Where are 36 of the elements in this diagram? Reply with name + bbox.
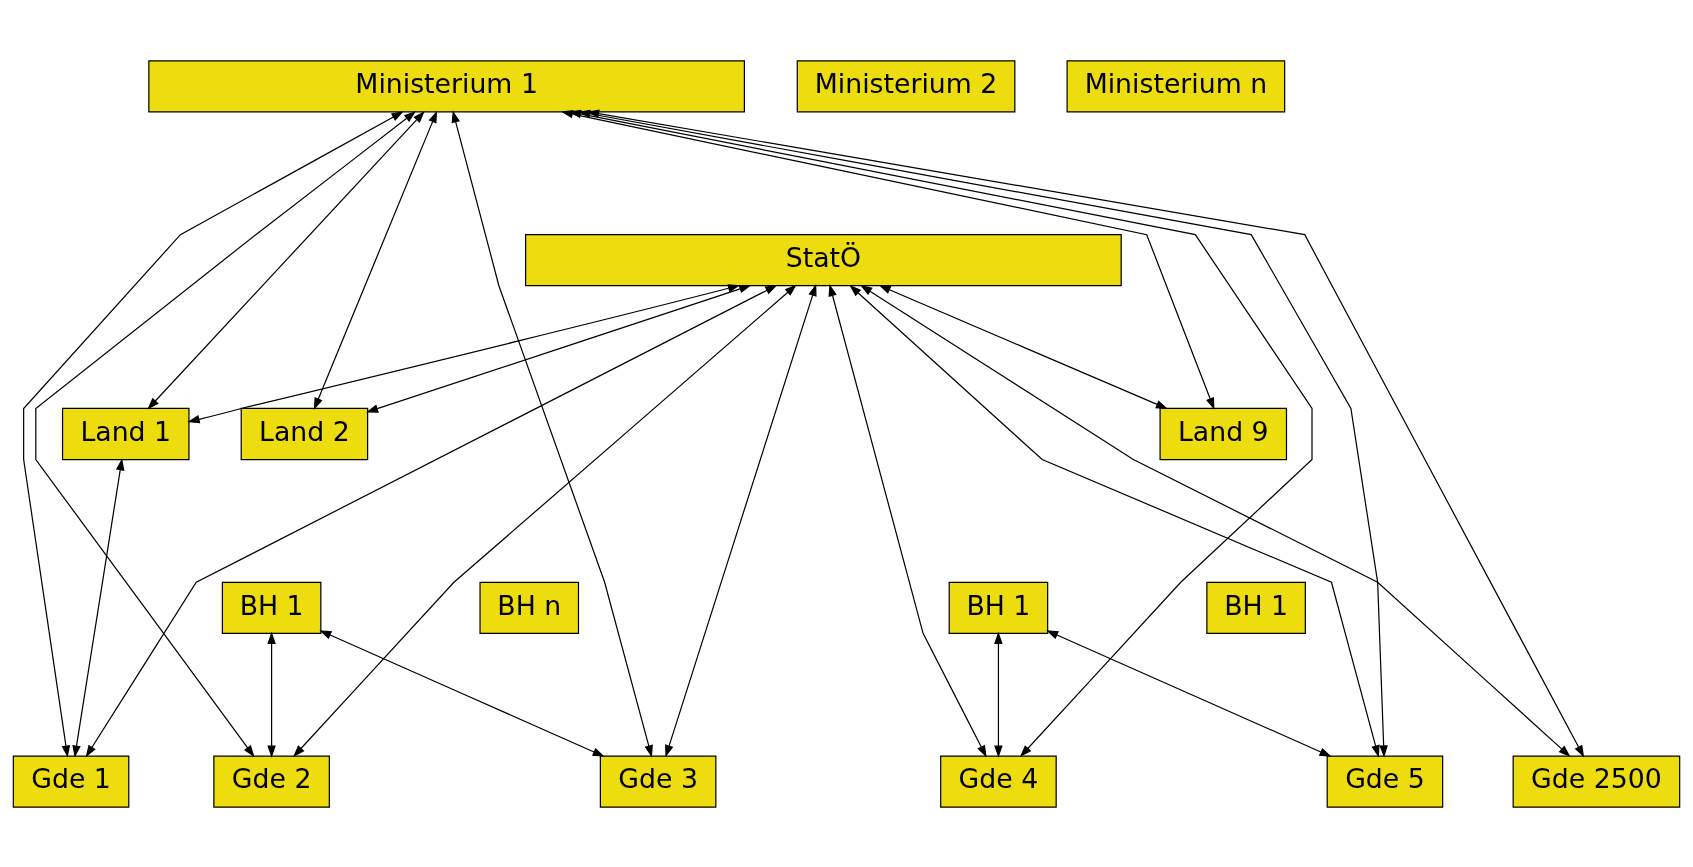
arrow xyxy=(878,284,1168,409)
node-box: Gde 1 xyxy=(12,755,130,808)
arrow xyxy=(1046,629,1332,757)
arrow xyxy=(319,629,605,757)
node-box: StatÖ xyxy=(525,233,1122,286)
arrow xyxy=(187,283,741,423)
node-box: Gde 2500 xyxy=(1512,755,1681,808)
arrow xyxy=(665,283,817,757)
node-box: Gde 3 xyxy=(599,755,717,808)
node-box: Land 2 xyxy=(240,407,369,460)
node-box: BH n xyxy=(479,581,580,634)
node-box: Land 9 xyxy=(1159,407,1288,460)
node-box: Ministerium 2 xyxy=(796,59,1016,112)
node-box: BH 1 xyxy=(948,581,1049,634)
arrow xyxy=(828,283,987,757)
arrow xyxy=(147,110,425,410)
arrow xyxy=(313,110,438,410)
arrow xyxy=(85,284,778,757)
arrow xyxy=(451,110,653,757)
node-box: Gde 2 xyxy=(213,755,330,808)
arrow xyxy=(849,284,1380,757)
node-box: BH 1 xyxy=(221,581,322,634)
arrow xyxy=(267,631,276,758)
node-box: BH 1 xyxy=(1206,581,1306,634)
node-box: Gde 5 xyxy=(1326,755,1444,808)
arrow xyxy=(366,284,752,413)
node-box: Land 1 xyxy=(61,407,190,460)
arrow xyxy=(860,284,1571,757)
arrow xyxy=(293,284,797,757)
arrow xyxy=(72,457,125,758)
node-box: Gde 4 xyxy=(940,755,1057,808)
node-box: Ministerium 1 xyxy=(148,59,745,112)
arrow xyxy=(994,631,1003,758)
node-box: Ministerium n xyxy=(1066,59,1286,112)
arrow xyxy=(587,109,1585,758)
arrow xyxy=(560,109,1215,410)
